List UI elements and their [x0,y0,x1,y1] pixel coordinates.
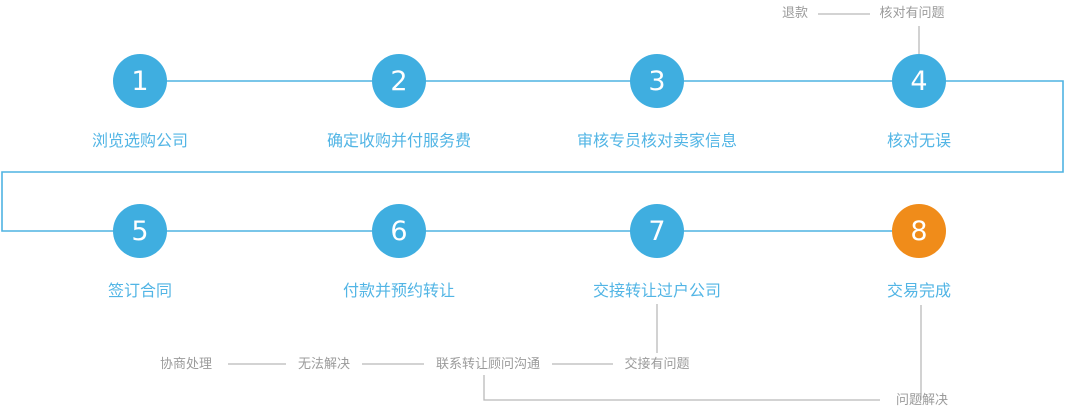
step-number-4: 4 [910,65,928,97]
annotation-refund: 退款 [781,6,809,21]
step-label-8: 交易完成 [886,281,952,300]
step-number-8: 8 [910,215,928,247]
step-node-6[interactable]: 6 [372,204,426,258]
annotation-handover-problem: 交接有问题 [624,357,690,372]
step-node-2[interactable]: 2 [372,54,426,108]
step-node-5[interactable]: 5 [113,204,167,258]
step-number-6: 6 [390,215,408,247]
step-number-7: 7 [648,215,666,247]
step-label-6: 付款并预约转让 [342,281,456,300]
step-label-4: 核对无误 [886,131,952,150]
annotation-negotiate: 协商处理 [159,357,213,372]
step-label-5: 签订合同 [107,281,173,300]
step-node-3[interactable]: 3 [630,54,684,108]
annotation-contact-advisor: 联系转让顾问沟通 [435,357,541,372]
problem-solved-return-path [483,375,880,401]
step-node-1[interactable]: 1 [113,54,167,108]
step-number-1: 1 [131,65,149,97]
step-node-4[interactable]: 4 [892,54,946,108]
step-node-7[interactable]: 7 [630,204,684,258]
annotation-check-problem: 核对有问题 [879,6,945,21]
step-label-1: 浏览选购公司 [91,131,189,150]
annotation-problem-solved: 问题解决 [895,393,949,408]
step-node-8[interactable]: 8 [892,204,946,258]
step-number-2: 2 [390,65,408,97]
step-number-3: 3 [648,65,666,97]
annotation-cannot-resolve: 无法解决 [297,357,351,372]
step-number-5: 5 [131,215,149,247]
step-label-3: 审核专员核对卖家信息 [576,131,738,150]
step-label-7: 交接转让过户公司 [592,281,722,300]
step-label-2: 确定收购并付服务费 [326,131,472,150]
